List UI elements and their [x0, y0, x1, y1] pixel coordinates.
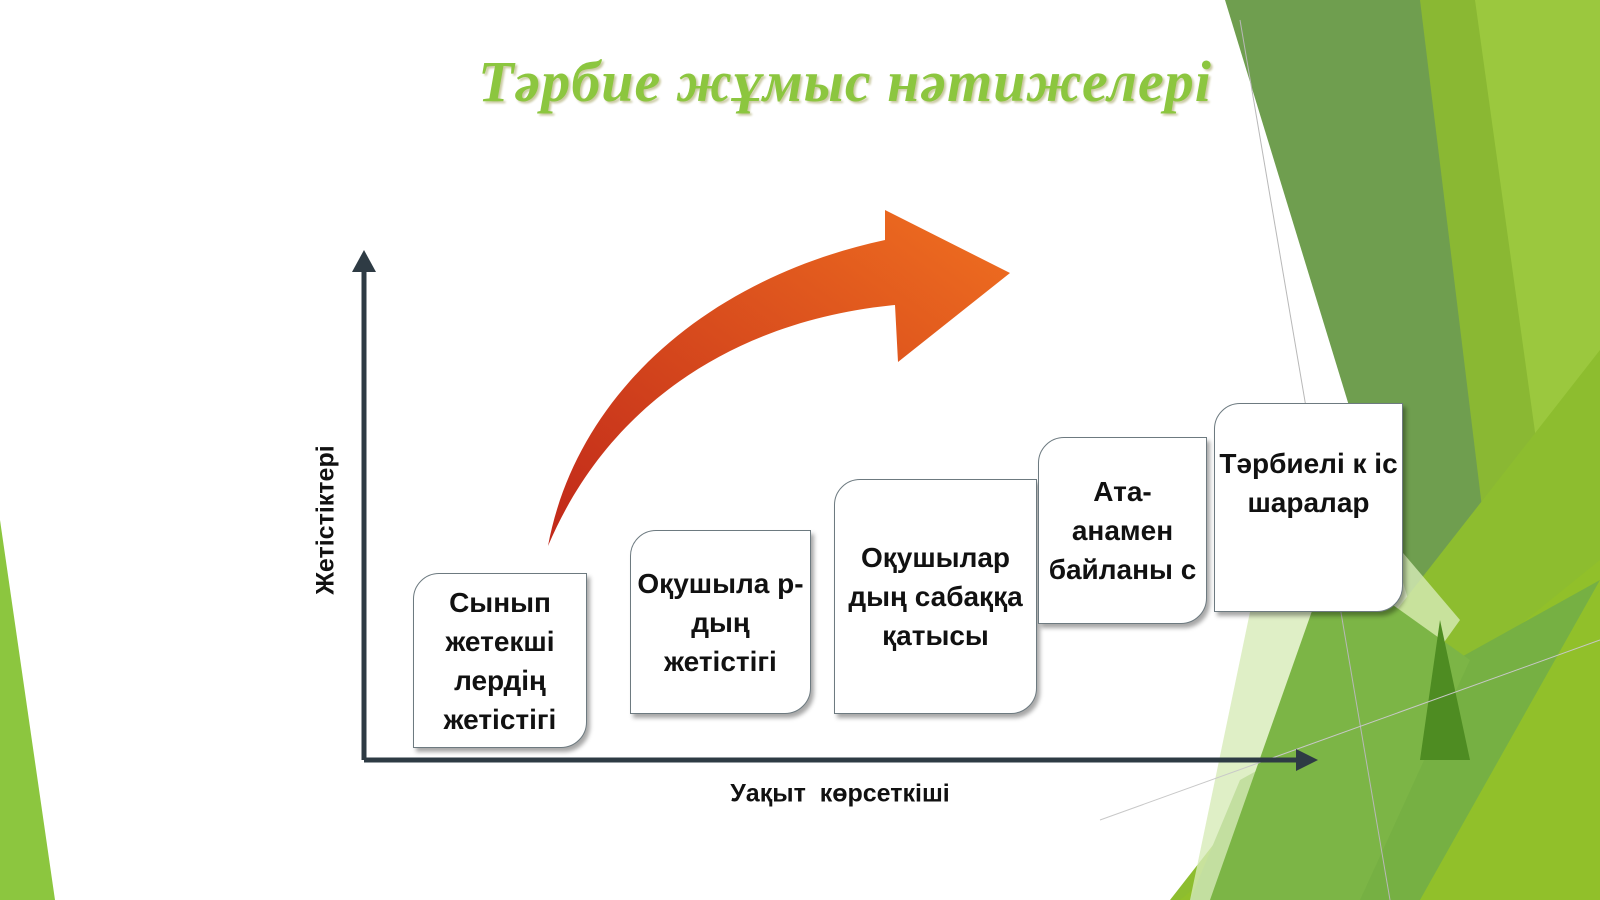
growth-arrow	[548, 210, 1010, 546]
step-label: Тәрбиелі к іс шаралар	[1219, 448, 1398, 518]
step-box: Оқушылар дың сабаққа қатысы	[834, 479, 1037, 714]
y-axis-arrowhead	[352, 250, 376, 272]
left-green-shape	[0, 520, 55, 900]
step-box: Сынып жетекші лердің жетістігі	[413, 573, 587, 748]
step-box: Тәрбиелі к іс шаралар	[1214, 403, 1403, 612]
step-box: Оқушыла р-дың жетістігі	[630, 530, 811, 714]
x-axis-arrowhead	[1296, 749, 1318, 771]
x-axis-label: Уақыт көрсеткіші	[730, 779, 950, 808]
step-label: Ата-анамен байланы с	[1048, 476, 1197, 585]
step-label: Оқушыла р-дың жетістігі	[637, 567, 804, 677]
step-label: Сынып жетекші лердің жетістігі	[443, 586, 557, 735]
step-box: Ата-анамен байланы с	[1038, 437, 1207, 624]
slide-title: Тәрбие жұмыс нәтижелері	[478, 49, 1212, 114]
y-axis-label: Жетістіктері	[311, 445, 340, 595]
step-label: Оқушылар дың сабаққа қатысы	[848, 542, 1023, 651]
